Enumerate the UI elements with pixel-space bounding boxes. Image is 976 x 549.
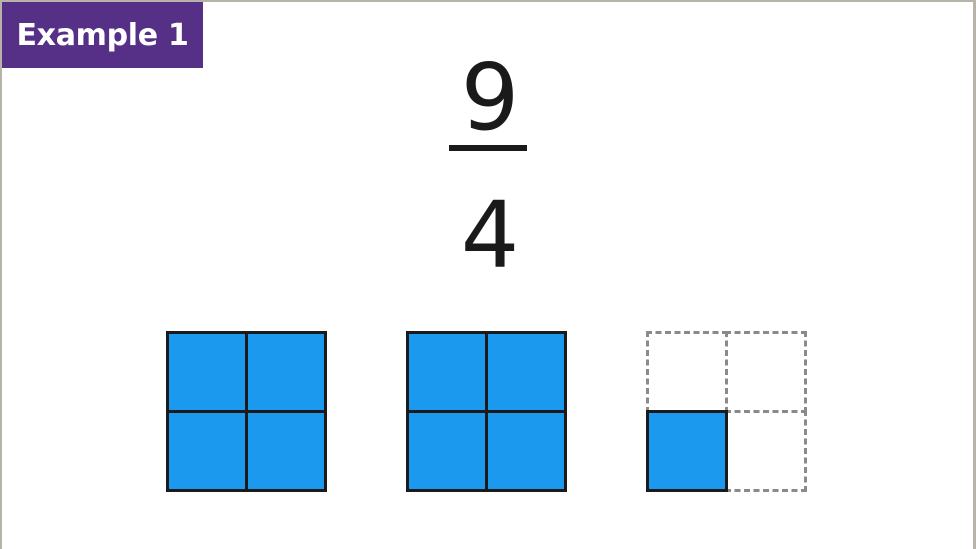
shaded-quarter (245, 331, 327, 413)
example-badge-label: Example 1 (16, 17, 189, 53)
empty-quarter (646, 331, 728, 413)
shaded-quarter (485, 410, 567, 492)
whole-1 (166, 331, 330, 495)
example-badge: Example 1 (2, 2, 203, 68)
shaded-quarter (485, 331, 567, 413)
shaded-quarter (406, 410, 488, 492)
whole-3 (646, 331, 810, 495)
empty-quarter (725, 331, 807, 413)
fraction-bar (449, 145, 527, 151)
shaded-quarter (166, 410, 248, 492)
fraction: 9 4 (440, 40, 540, 282)
fraction-denominator: 4 (460, 182, 520, 289)
fraction-numerator: 9 (460, 44, 520, 151)
whole-2 (406, 331, 570, 495)
shaded-quarter (166, 331, 248, 413)
shaded-quarter (646, 410, 728, 492)
shaded-quarter (406, 331, 488, 413)
shaded-quarter (245, 410, 327, 492)
empty-quarter (725, 410, 807, 492)
